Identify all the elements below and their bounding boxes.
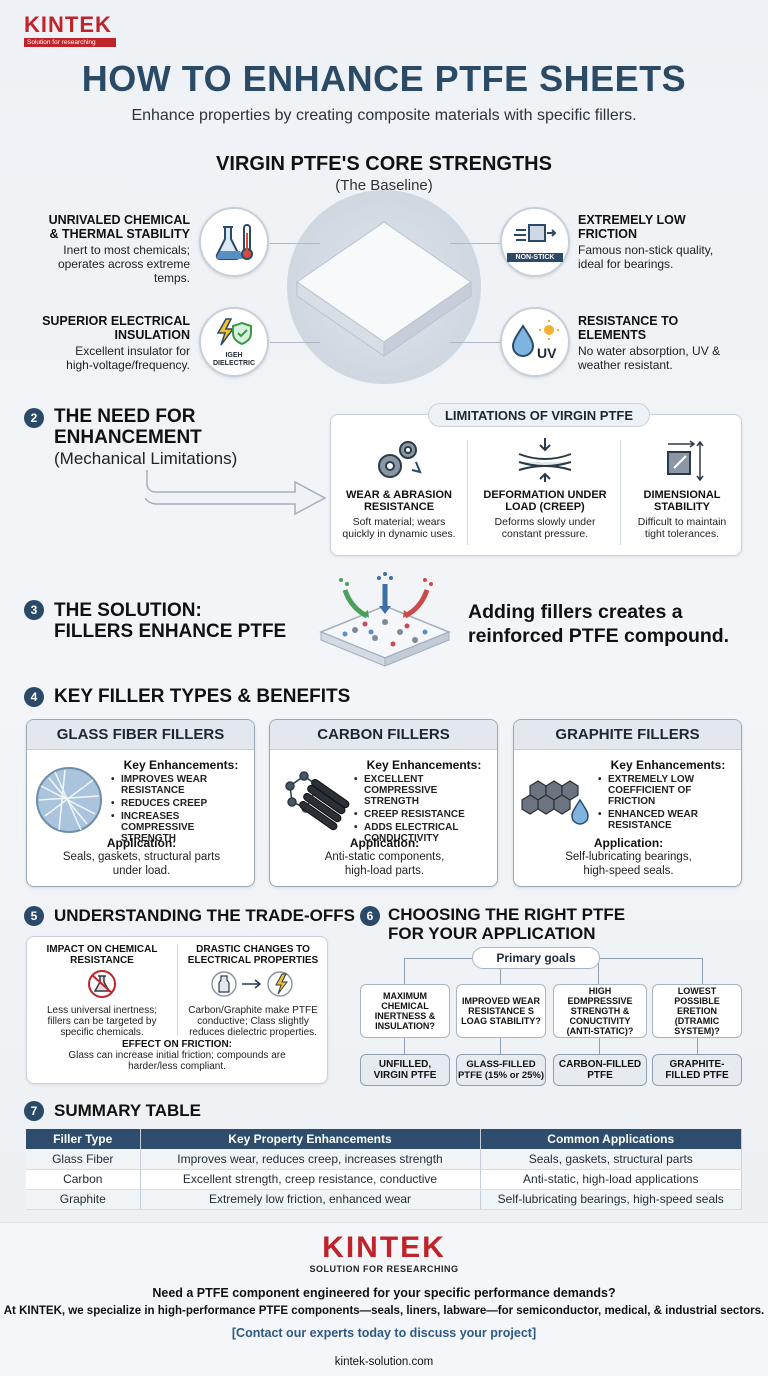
connector-line	[450, 342, 500, 343]
table-row: Graphite Extremely low friction, enhance…	[26, 1189, 742, 1210]
carbon-icon	[285, 771, 350, 831]
water-sun-uv-icon: UV	[500, 307, 570, 377]
result-carbon-filled: CARBON-FILLED PTFE	[553, 1054, 647, 1086]
flask-thermometer-icon	[199, 207, 269, 277]
goal-question-compressive: HIGH EDMPRESSIVE STRENGTH & CONUCTIVITY …	[553, 984, 647, 1038]
footer-statement: At KINTEK, we specialize in high-perform…	[3, 1305, 765, 1317]
property-low-friction: EXTREMELY LOW FRICTION Famous non-stick …	[578, 213, 714, 271]
limitation-creep: DEFORMATION UNDER LOAD (CREEP) Deforms s…	[474, 436, 616, 540]
tradeoff-electrical: DRASTIC CHANGES TO ELECTRICAL PROPERTIES…	[187, 944, 319, 1038]
website-link[interactable]: kintek-solution.com	[334, 1356, 434, 1368]
connector-line	[270, 243, 320, 244]
goal-question-wear: IMPROVED WEAR RESISTANCE S LOAG STABILIT…	[456, 984, 546, 1038]
dimension-icon	[667, 440, 704, 482]
result-glass-filled: GLASS-FILLED PTFE (15% or 25%)	[456, 1054, 546, 1086]
section1-title: VIRGIN PTFE'S CORE STRENGTHS	[216, 153, 552, 175]
gears-icon	[378, 441, 422, 478]
divider	[177, 944, 178, 1036]
goal-question-friction: LOWEST POSSIBLE ERETION (DTRAMIC SYSTEM)…	[652, 984, 742, 1038]
flow-arrow	[145, 470, 327, 516]
enhancement-list: IMPROVES WEAR RESISTANCE REDUCES CREEP I…	[111, 774, 251, 844]
section-number-6: 6	[360, 906, 380, 926]
brand-tagline: Solution for researching	[24, 38, 116, 47]
limitation-dimensional: DIMENSIONAL STABILITY Difficult to maint…	[624, 436, 740, 540]
limitations-title: LIMITATIONS OF VIRGIN PTFE	[428, 403, 650, 427]
section-number-5: 5	[24, 906, 44, 926]
section-number-3: 3	[24, 600, 44, 620]
ptfe-sheet-illustration	[296, 221, 472, 357]
filler-compound-illustration	[319, 572, 451, 667]
footer-logo: KINTEK SOLUTION FOR RESEARCHING	[309, 1231, 459, 1275]
footer	[0, 1222, 768, 1376]
table-row: Glass Fiber Improves wear, reduces creep…	[26, 1149, 742, 1170]
filler-card-glass: GLASS FIBER FILLERS Key Enhancements: IM…	[26, 719, 255, 887]
section2-heading: THE NEED FOR ENHANCEMENT (Mechanical Lim…	[54, 406, 238, 468]
table-row: Carbon Excellent strength, creep resista…	[26, 1169, 742, 1190]
result-graphite-filled: GRAPHITE- FILLED PTFE	[652, 1054, 742, 1086]
footer-question: Need a PTFE component engineered for you…	[152, 1286, 616, 1300]
section3-heading: THE SOLUTION: FILLERS ENHANCE PTFE	[54, 600, 287, 642]
connector-line	[450, 243, 500, 244]
filler-card-graphite: GRAPHITE FILLERS Key Enhancements: EXTRE…	[513, 719, 742, 887]
section-number-2: 2	[24, 408, 44, 428]
section1-subtitle: (The Baseline)	[335, 177, 433, 194]
restricted-flask-icon	[88, 970, 116, 998]
insulator-to-conductor-icon	[211, 971, 293, 997]
goal-question-chemical: MAXIMUM CHEMICAL INERTNESS & INSULATION?	[360, 984, 450, 1038]
graphite-icon	[521, 780, 589, 825]
summary-table: Filler Type Key Property Enhancements Co…	[26, 1129, 742, 1210]
uv-label: UV	[537, 345, 557, 361]
section4-title: KEY FILLER TYPES & BENEFITS	[54, 686, 351, 707]
limitation-wear: WEAR & ABRASION RESISTANCE Soft material…	[334, 436, 464, 540]
brand-name: KINTEK	[24, 12, 112, 37]
solution-statement: Adding fillers creates a reinforced PTFE…	[468, 601, 730, 647]
primary-goals-label: Primary goals	[472, 947, 600, 969]
tradeoff-chemical: IMPACT ON CHEMICAL RESISTANCE Less unive…	[46, 944, 158, 1038]
compression-icon	[518, 438, 572, 482]
table-header: Common Applications	[480, 1129, 742, 1149]
divider	[620, 440, 621, 545]
brand-logo: KINTEK Solution for researching	[24, 14, 116, 47]
filler-card-carbon: CARBON FILLERS Key Enhancements: EXCELLE…	[269, 719, 498, 887]
property-chemical-thermal: UNRIVALED CHEMICAL & THERMAL STABILITY I…	[48, 213, 190, 285]
divider	[467, 440, 468, 545]
table-header: Filler Type	[26, 1129, 141, 1149]
section-number-4: 4	[24, 687, 44, 707]
property-resistance-elements: RESISTANCE TO ELEMENTS No water absorpti…	[578, 314, 721, 372]
section7-title: SUMMARY TABLE	[54, 1101, 202, 1120]
section-number-7: 7	[24, 1101, 44, 1121]
table-header: Key Property Enhancements	[140, 1129, 481, 1149]
non-stick-icon: NON-STICK	[500, 207, 570, 277]
lightning-shield-icon: IGEH DIELECTRIC	[199, 307, 269, 377]
limitations-box	[330, 414, 742, 556]
page-title: HOW TO ENHANCE PTFE SHEETS	[81, 58, 687, 99]
page-subtitle: Enhance properties by creating composite…	[131, 107, 637, 124]
tradeoff-friction: EFFECT ON FRICTION: Glass can increase i…	[68, 1039, 286, 1072]
connector-line	[270, 342, 320, 343]
enhancement-list: EXCELLENT COMPRESSIVE STRENGTH CREEP RES…	[354, 774, 494, 844]
section5-title: UNDERSTANDING THE TRADE-OFFS	[54, 906, 355, 925]
glass-fiber-icon	[36, 767, 102, 833]
property-electrical-insulation: SUPERIOR ELECTRICAL INSULATION Excellent…	[42, 314, 190, 372]
enhancement-list: EXTREMELY LOW COEFFICIENT OF FRICTION EN…	[598, 774, 738, 831]
result-virgin-ptfe: UNFILLED, VIRGIN PTFE	[360, 1054, 450, 1086]
contact-link[interactable]: [Contact our experts today to discuss yo…	[231, 1326, 537, 1340]
section6-heading: CHOOSING THE RIGHT PTFE FOR YOUR APPLICA…	[388, 905, 626, 943]
